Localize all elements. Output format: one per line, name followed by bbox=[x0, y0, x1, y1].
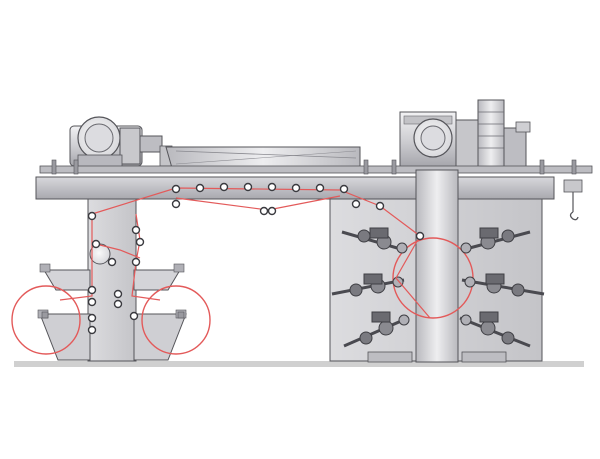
arm-rollers bbox=[41, 311, 185, 319]
floor-line bbox=[14, 361, 584, 367]
print-deck-icon bbox=[331, 227, 410, 348]
top-rail bbox=[39, 165, 593, 174]
print-deck-right-1 bbox=[460, 227, 531, 254]
rail-posts bbox=[51, 159, 577, 175]
print-deck-right-3 bbox=[459, 311, 531, 348]
top-dryer-assembly bbox=[69, 99, 531, 169]
print-deck-left-3 bbox=[343, 311, 410, 348]
blower-fan-icon-right bbox=[399, 99, 531, 169]
print-deck-icon-right bbox=[459, 227, 545, 348]
rewind-roll-icon bbox=[141, 285, 211, 355]
print-deck-left-1 bbox=[341, 227, 408, 254]
guide-roller-icon bbox=[87, 182, 425, 335]
print-deck-left-2 bbox=[331, 273, 405, 297]
unwind-roll-icon bbox=[11, 285, 81, 355]
unwind-rewind-station bbox=[37, 198, 187, 362]
dryer-hood-icon bbox=[165, 146, 361, 169]
print-deck-right-2 bbox=[461, 273, 545, 297]
blower-fan-icon bbox=[69, 116, 163, 168]
hoist-hook-icon bbox=[563, 179, 583, 221]
